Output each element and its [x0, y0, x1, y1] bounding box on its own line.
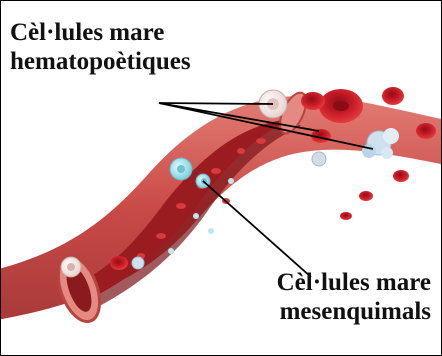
mesenchymal-pointer-line — [203, 181, 311, 277]
red-blood-cell-icon — [301, 92, 325, 110]
red-blood-cell-icon — [110, 256, 128, 270]
platelet-icon — [312, 152, 326, 166]
red-blood-cell-icon — [416, 123, 436, 139]
mesenchymal-stem-cells-label: Cèl·lules mare mesenquimals — [277, 268, 431, 326]
hematopoietic-stem-cells-label: Cèl·lules mare hematopoètiques — [10, 18, 191, 76]
red-blood-cell-icon — [382, 87, 404, 105]
platelet-icon — [132, 257, 144, 269]
red-blood-cell-icon — [393, 170, 409, 182]
red-blood-cell-icon — [359, 191, 373, 201]
red-blood-cell-icon — [340, 212, 352, 220]
